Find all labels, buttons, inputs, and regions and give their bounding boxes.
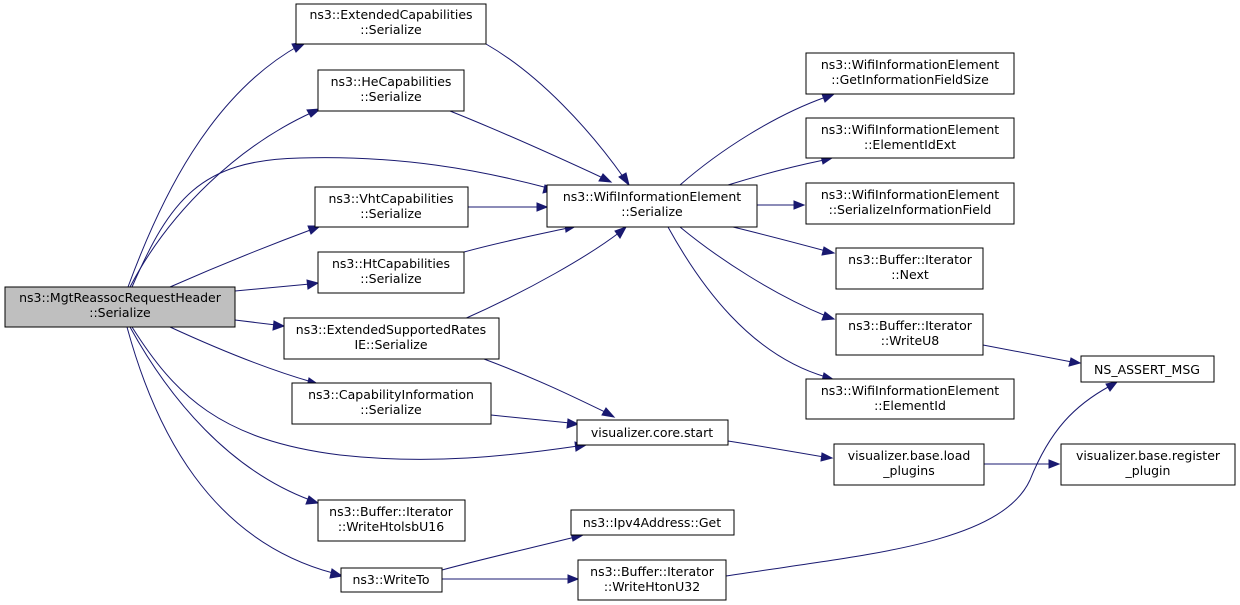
node-htcap[interactable]: ns3::HtCapabilities ::Serialize [317,251,465,294]
node-wieid[interactable]: ns3::WifiInformationElement ::ElementId [805,378,1015,420]
node-bufnext[interactable]: ns3::Buffer::Iterator ::Next [835,247,984,290]
svg-text:::Serialize: ::Serialize [360,206,422,221]
edge-writeto-writehton [442,574,580,584]
edge-wieser-next [732,226,836,256]
svg-text:ns3::VhtCapabilities: ns3::VhtCapabilities [328,191,453,206]
edge-extcap-wieser [485,43,630,187]
edge-root-writeto [126,326,344,579]
svg-text:ns3::WifiInformationElement: ns3::WifiInformationElement [563,189,741,204]
edge-wieser-writeu8 [679,226,836,321]
node-vizstart[interactable]: visualizer.core.start [576,419,729,446]
svg-text:_plugins: _plugins [882,463,934,478]
edge-root-htcap [234,279,320,292]
svg-text:::GetInformationFieldSize: ::GetInformationFieldSize [831,72,989,87]
svg-text:::Next: ::Next [891,267,929,282]
svg-text:::WriteHtonU32: ::WriteHtonU32 [604,579,700,594]
svg-text:ns3::Buffer::Iterator: ns3::Buffer::Iterator [848,252,973,267]
svg-text:::WriteHtolsbU16: ::WriteHtolsbU16 [338,519,444,534]
svg-text:ns3::HeCapabilities: ns3::HeCapabilities [331,74,452,89]
svg-text:::SerializeInformationField: ::SerializeInformationField [829,202,992,217]
edge-hecap-wieser [449,110,613,183]
svg-text:NS_ASSERT_MSG: NS_ASSERT_MSG [1094,362,1200,377]
svg-text:::WriteU8: ::WriteU8 [881,333,940,348]
svg-text:ns3::WriteTo: ns3::WriteTo [353,572,430,587]
svg-text:ns3::ExtendedCapabilities: ns3::ExtendedCapabilities [309,7,472,22]
edge-root-vhtcap [169,225,322,288]
edge-vhtcap-wieser [468,202,549,212]
edge-root-writehtolsb [129,326,320,505]
svg-text:visualizer.core.start: visualizer.core.start [591,425,713,440]
svg-text:::ElementIdExt: ::ElementIdExt [864,137,956,152]
node-vizload[interactable]: visualizer.base.load _plugins [833,443,985,486]
edge-wieser-serfield [757,200,806,210]
svg-text:::ElementId: ::ElementId [874,398,946,413]
node-capinfo[interactable]: ns3::CapabilityInformation ::Serialize [291,382,492,425]
node-vizreg[interactable]: visualizer.base.register _plugin [1060,443,1236,486]
svg-text:ns3::WifiInformationElement: ns3::WifiInformationElement [821,187,999,202]
svg-text:ns3::Buffer::Iterator: ns3::Buffer::Iterator [848,318,973,333]
node-extcap[interactable]: ns3::ExtendedCapabilities ::Serialize [295,3,487,45]
node-ipv4get[interactable]: ns3::Ipv4Address::Get [570,509,735,536]
edge-htcap-wieser [463,223,578,253]
edge-writeu8-assert [982,344,1082,367]
node-bufwriteu8[interactable]: ns3::Buffer::Iterator ::WriteU8 [835,313,984,356]
node-wiegetsize[interactable]: ns3::WifiInformationElement ::GetInforma… [805,52,1015,95]
edge-wieser-idext [727,155,834,186]
node-hecap[interactable]: ns3::HeCapabilities ::Serialize [317,69,465,112]
edge-extrates-wieser [461,226,628,321]
svg-text:ns3::WifiInformationElement: ns3::WifiInformationElement [821,122,999,137]
svg-text:ns3::Buffer::Iterator: ns3::Buffer::Iterator [329,504,454,519]
edge-vizload-vizreg [984,459,1061,469]
edge-extrates-vizstart [483,358,616,418]
svg-text:::Serialize: ::Serialize [360,402,422,417]
svg-text:IE::Serialize: IE::Serialize [354,337,427,352]
node-writehtolsb[interactable]: ns3::Buffer::Iterator ::WriteHtolsbU16 [317,499,466,542]
svg-text:::Serialize: ::Serialize [360,22,422,37]
node-writehton[interactable]: ns3::Buffer::Iterator ::WriteHtonU32 [577,559,727,601]
svg-text:ns3::MgtReassocRequestHeader: ns3::MgtReassocRequestHeader [19,290,222,305]
svg-text:::Serialize: ::Serialize [360,89,422,104]
svg-text:ns3::Buffer::Iterator: ns3::Buffer::Iterator [590,564,715,579]
svg-text:::Serialize: ::Serialize [621,204,683,219]
node-assert[interactable]: NS_ASSERT_MSG [1080,355,1215,383]
node-wieserfield[interactable]: ns3::WifiInformationElement ::SerializeI… [805,182,1015,225]
edge-root-extrates [234,319,286,331]
node-vhtcap[interactable]: ns3::VhtCapabilities ::Serialize [314,186,469,228]
svg-text:visualizer.base.load: visualizer.base.load [848,448,971,463]
node-wieidext[interactable]: ns3::WifiInformationElement ::ElementIdE… [805,117,1015,159]
svg-text:ns3::Ipv4Address::Get: ns3::Ipv4Address::Get [583,515,721,530]
node-root[interactable]: ns3::MgtReassocRequestHeader ::Serialize [4,286,236,328]
edge-writehton-assert [725,381,1119,577]
node-wieser[interactable]: ns3::WifiInformationElement ::Serialize [546,184,758,228]
svg-text:ns3::WifiInformationElement: ns3::WifiInformationElement [821,57,999,72]
edge-root-extcap [127,41,308,288]
svg-text:visualizer.base.register: visualizer.base.register [1076,448,1221,463]
svg-text:ns3::HtCapabilities: ns3::HtCapabilities [332,256,450,271]
svg-text:::Serialize: ::Serialize [360,271,422,286]
node-extrates[interactable]: ns3::ExtendedSupportedRates IE::Serializ… [283,317,500,360]
node-writeto[interactable]: ns3::WriteTo [340,567,443,593]
svg-text:ns3::ExtendedSupportedRates: ns3::ExtendedSupportedRates [296,322,486,337]
edge-vizstart-vizload [727,440,834,462]
svg-text:::Serialize: ::Serialize [89,305,151,320]
svg-text:ns3::CapabilityInformation: ns3::CapabilityInformation [308,387,474,402]
edge-capinfo-vizstart [490,414,580,429]
svg-text:_plugin: _plugin [1125,463,1171,478]
edge-wieser-id [667,226,836,382]
edge-root-hecap [129,108,322,288]
svg-text:ns3::WifiInformationElement: ns3::WifiInformationElement [821,383,999,398]
